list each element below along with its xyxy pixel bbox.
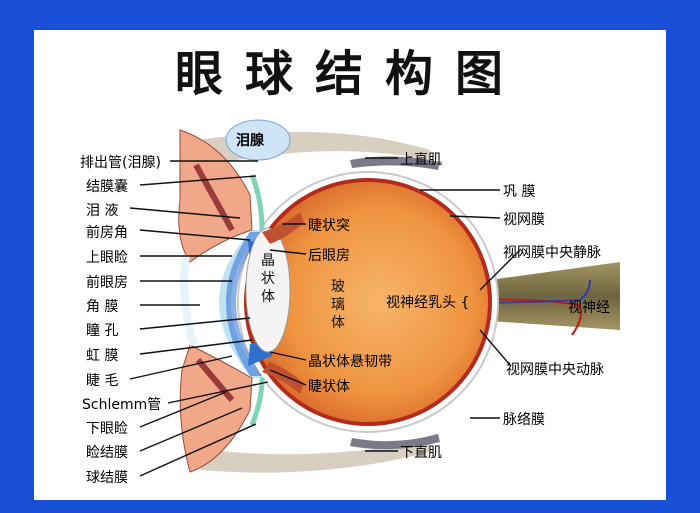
label-retina: 视网膜 [503, 212, 545, 228]
cornea [219, 230, 262, 378]
label-superior-rectus: 上直肌 [400, 152, 442, 168]
label-schlemm-canal: Schlemm管 [82, 397, 162, 413]
label-posterior-chamber: 后眼房 [308, 248, 350, 264]
label-optic-nerve: 视神经 [568, 300, 610, 316]
gland-label: 泪腺 [236, 133, 264, 149]
label-sclera: 巩 膜 [503, 184, 536, 200]
label-lower-eyelid: 下眼睑 [86, 421, 128, 437]
optic-nerve [475, 262, 620, 330]
label-optic-disc: 视神经乳头 { [386, 295, 470, 311]
label-zonule: 晶状体悬韧带 [308, 354, 392, 370]
label-central-retinal-vein: 视网膜中央静脉 [503, 245, 601, 261]
superior-rectus [350, 156, 440, 170]
label-upper-eyelid: 上眼睑 [86, 250, 128, 266]
label-palpebral-conjunctiva: 睑结膜 [86, 445, 128, 461]
label-cornea: 角 膜 [86, 299, 119, 315]
inferior-rectus [350, 434, 440, 450]
label-drainage-duct: 排出管(泪腺) [80, 155, 161, 171]
label-tears: 泪 液 [86, 203, 119, 219]
left-leader-lines [129, 160, 269, 477]
label-anterior-chamber: 前眼房 [86, 275, 128, 291]
label-choroid: 脉络膜 [503, 412, 545, 428]
eyeball-body [248, 182, 488, 422]
lens [245, 227, 291, 353]
label-ciliary-body: 睫状体 [308, 379, 350, 395]
ciliary-body [262, 212, 304, 244]
label-conjunctival-sac: 结膜囊 [86, 179, 128, 195]
lower-eyelid [179, 344, 253, 473]
label-central-retinal-artery: 视网膜中央动脉 [506, 362, 604, 378]
label-lens: 晶 状 体 [261, 253, 275, 305]
conjunctiva [249, 174, 265, 231]
nerve-vessel [477, 298, 582, 336]
label-vitreous: 玻 璃 体 [331, 279, 345, 331]
label-eyelash: 睫 毛 [86, 373, 119, 389]
label-pupil: 瞳 孔 [86, 323, 119, 339]
diagram-title: 眼球结构图 [174, 46, 525, 102]
label-bulbar-conjunctiva: 球结膜 [86, 470, 128, 486]
anterior-chamber [226, 232, 262, 376]
label-iris: 虹 膜 [86, 348, 119, 364]
lacrimal-gland [225, 119, 291, 161]
label-inferior-rectus: 下直肌 [400, 445, 442, 461]
label-ciliary-process: 睫状突 [308, 218, 350, 234]
label-chamber-angle: 前房角 [86, 225, 128, 241]
right-leader-lines [269, 157, 521, 452]
